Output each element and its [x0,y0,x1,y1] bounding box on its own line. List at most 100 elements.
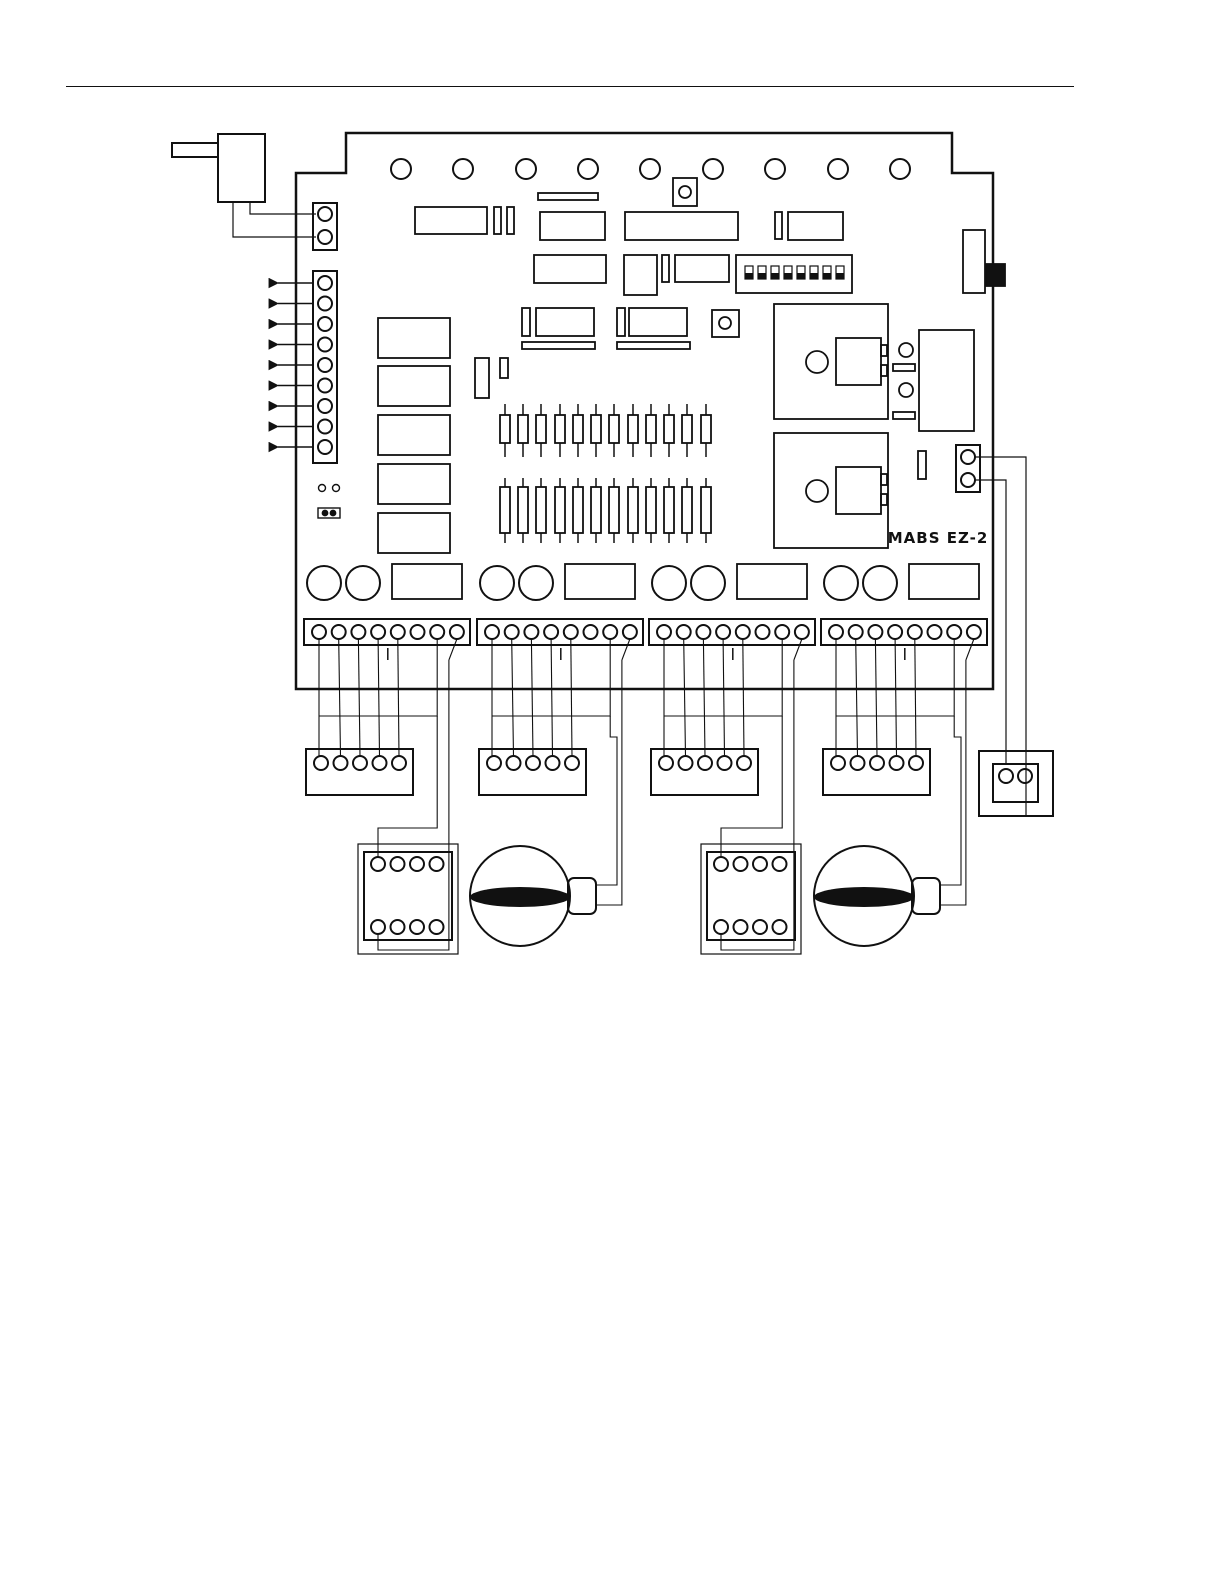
connector-pin [679,756,693,770]
terminal-pin [584,625,598,639]
relay [565,564,635,599]
relay-module [364,852,452,940]
wire [723,639,724,756]
connector-pin [737,756,751,770]
relay-contact [734,857,748,871]
board-label: MABS EZ-2 [888,529,989,547]
connector-pin [851,756,865,770]
relay-contact [714,857,728,871]
terminal-pin [318,399,332,413]
dip-switch-lever-fill [745,273,753,279]
relay-contact [410,920,424,934]
capacitor [307,566,341,600]
led-indicator [640,159,660,179]
resistor [573,487,583,533]
wire [358,639,360,756]
resistor [628,415,638,443]
wire [940,660,966,905]
wire [398,639,399,756]
wire [875,639,877,756]
connector-pin [334,756,348,770]
relay-contact [734,920,748,934]
connector-pin [392,756,406,770]
zone-components [307,564,979,600]
terminal-pin [371,625,385,639]
relay-contact [430,857,444,871]
terminal-blocks [304,619,987,795]
terminal-pin [908,625,922,639]
relay-contact [773,920,787,934]
terminal-pin [318,297,332,311]
relay-contact [753,857,767,871]
power-terminal [313,203,337,250]
connector-pin [831,756,845,770]
relay-contact [391,920,405,934]
terminal-pin [775,625,789,639]
dip-switch-lever-fill [836,273,844,279]
connector-pin [909,756,923,770]
wire [571,639,572,756]
wire [794,639,802,660]
resistor [518,487,528,533]
resistor [555,415,565,443]
wire [895,639,896,756]
led-indicator [703,159,723,179]
wire [721,716,782,857]
resistor [573,415,583,443]
terminal-pin [736,625,750,639]
resistor-array [500,404,711,543]
capacitor [519,566,553,600]
terminal-pin [544,625,558,639]
terminal-pin [795,625,809,639]
resistor [555,487,565,533]
wire [743,639,744,756]
connector-pin [314,756,328,770]
terminal-pin [564,625,578,639]
terminal-pin [524,625,538,639]
terminal-pin [391,625,405,639]
capacitor [652,566,686,600]
resistor [536,487,546,533]
terminal-pin [318,358,332,372]
connector-pin [546,756,560,770]
dip-switch-lever-fill [810,273,818,279]
wire [339,639,341,756]
relay-contact [430,920,444,934]
dip-switch-lever-fill [797,273,805,279]
relay-contact [371,857,385,871]
led-indicator [453,159,473,179]
power-adapter [172,134,316,237]
wiring-diagram: MABS EZ-2 [0,0,1224,1000]
capacitor [480,566,514,600]
relay [909,564,979,599]
relay-contact [714,920,728,934]
resistor [664,415,674,443]
resistor [536,415,546,443]
siren-connector [568,878,596,914]
connector-pin [487,756,501,770]
wire [684,639,686,756]
terminal-pin [677,625,691,639]
terminal-pin [928,625,942,639]
led-indicator [516,159,536,179]
wire [721,660,794,950]
relay-contact [391,857,405,871]
terminal-pin [332,625,346,639]
led-indicator [765,159,785,179]
wire [940,716,961,885]
wire [378,660,449,950]
resistor [609,415,619,443]
connector-pin [565,756,579,770]
resistor [646,415,656,443]
terminal-pin [318,379,332,393]
resistor [646,487,656,533]
capacitor [863,566,897,600]
terminal-pin [318,276,332,290]
dip-switch-lever-fill [823,273,831,279]
terminal-pin [505,625,519,639]
wire [856,639,858,756]
connector-pin [698,756,712,770]
connector-pin [718,756,732,770]
relay [737,564,807,599]
wire [966,639,974,660]
